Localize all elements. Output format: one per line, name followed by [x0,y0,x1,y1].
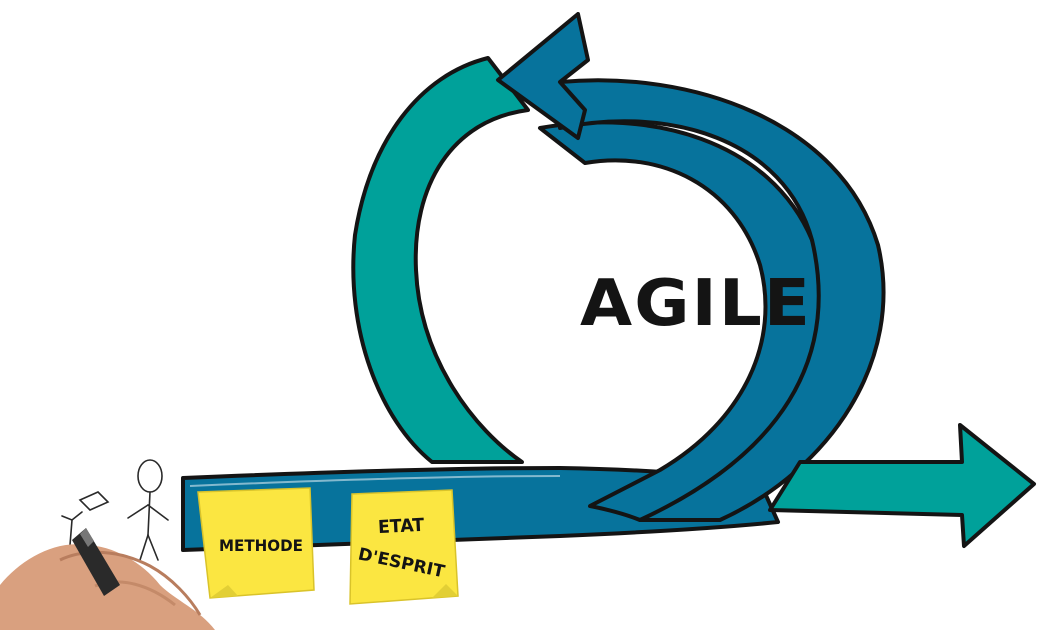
blue-loop-arc [538,78,886,522]
sticky-note-etat-label: ETAT [378,515,426,538]
center-label: AGILE [580,267,812,341]
stick-figure-doodles [61,459,169,561]
hand-with-marker [0,528,215,630]
teal-left-arc [351,56,530,464]
teal-exit-arrow [768,423,1036,548]
sticky-note-methode-label: METHODE [219,536,303,555]
sticky-note-methode: METHODE [197,487,315,599]
blue-arrowhead [496,12,590,140]
sticky-note-etat-esprit: ETAT D'ESPRIT [349,489,459,605]
